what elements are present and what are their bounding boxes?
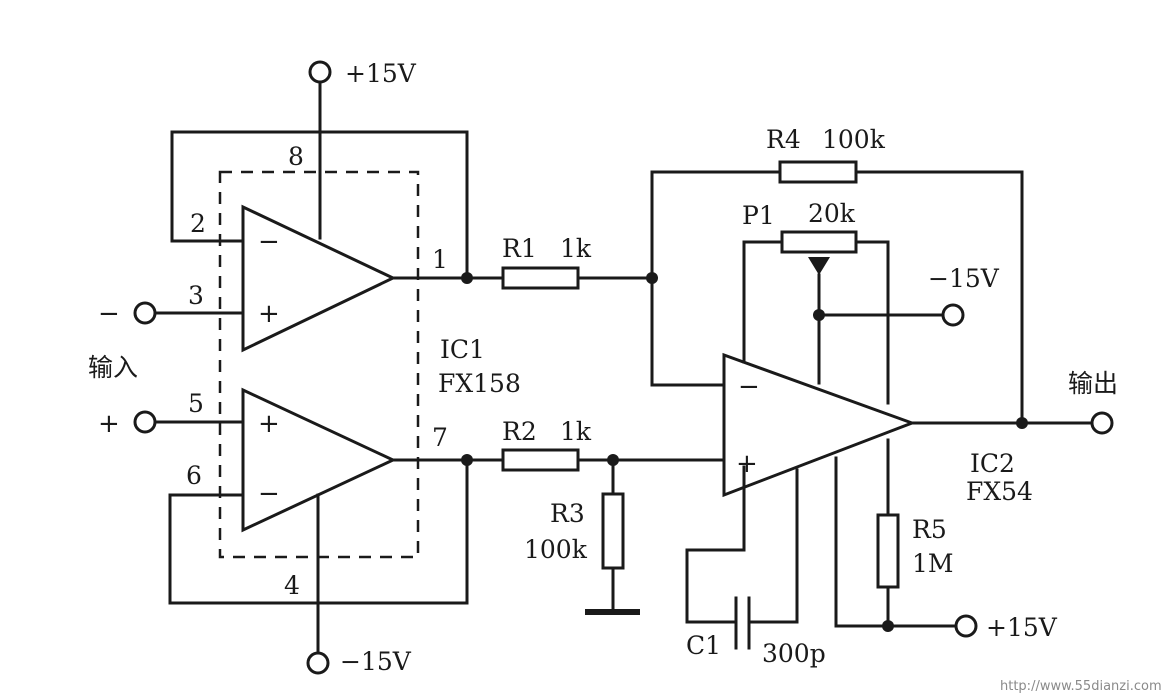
input-minus-sign: − — [98, 299, 120, 329]
p1-value: 20k — [808, 199, 856, 228]
ic2-ref-label: IC2 — [970, 449, 1015, 478]
ic2-negative-supply-terminal — [941, 303, 965, 327]
c1-ref: C1 — [686, 631, 721, 660]
ic1-bottom-noninverting-sign: + — [258, 409, 280, 439]
output-junction — [1016, 417, 1028, 429]
r2-ref: R2 — [502, 417, 537, 446]
ic2-output: 输出 — [910, 369, 1118, 435]
ic1-top-opamp — [241, 204, 397, 353]
input-minus-terminal[interactable] — [133, 301, 157, 325]
ic2-noninverting-sign: + — [736, 449, 758, 479]
r2-value: 1k — [560, 417, 592, 446]
ic1-pin-6-label: 6 — [186, 461, 202, 490]
r3-value: 100k — [524, 535, 588, 564]
r5-ref: R5 — [912, 515, 947, 544]
ic2-positive-supply: +15V — [954, 613, 1058, 642]
input-label: 输入 — [88, 353, 138, 382]
ic2-opamp — [722, 352, 917, 498]
ic1-part-label: FX158 — [438, 369, 521, 398]
ic1-negative-supply-label: −15V — [340, 647, 412, 676]
r5-supply-junction — [882, 620, 894, 632]
resistor-r2: R2 1k — [501, 417, 724, 472]
ic1-top-inverting-sign: − — [258, 227, 280, 257]
ic1-top-feedback: 2 — [170, 130, 469, 280]
r3-ref: R3 — [550, 499, 585, 528]
ic1-positive-supply-terminal — [308, 60, 332, 84]
ic2-inverting-sign: − — [738, 372, 760, 402]
ic1-pin-2-label: 2 — [190, 209, 206, 238]
c1-value: 300p — [762, 639, 826, 668]
output-label: 输出 — [1068, 369, 1118, 398]
p1-ref: P1 — [742, 201, 775, 230]
r4-value: 100k — [822, 125, 886, 154]
r5-value: 1M — [912, 549, 954, 578]
ic1-pin-1-junction — [461, 272, 473, 284]
ic1-positive-supply-label: +15V — [345, 59, 417, 88]
ic1-pin-1-label: 1 — [432, 245, 448, 274]
r1-ref: R1 — [502, 234, 537, 263]
ic1-bottom-feedback: 6 — [168, 458, 469, 605]
p1-wiper-arrow — [808, 257, 830, 275]
ic1-pin-5-label: 5 — [188, 389, 204, 418]
resistor-r4: R4 100k — [650, 125, 1024, 425]
resistor-r3: R3 100k — [524, 458, 640, 615]
ic1-pin-7-label: 7 — [432, 423, 448, 452]
input-plus: + 5 — [98, 389, 245, 439]
input-minus: − 3 — [98, 281, 245, 329]
ic2-positive-supply-label: +15V — [986, 613, 1058, 642]
ic1-top-noninverting-sign: + — [258, 299, 280, 329]
ic1-pin-7-junction — [461, 454, 473, 466]
resistor-r1: R1 1k — [501, 234, 654, 290]
ic1-negative-supply-terminal — [306, 651, 330, 675]
ic1-pin-8-label: 8 — [288, 142, 304, 171]
watermark: http://www.55dianzi.com — [1000, 679, 1162, 694]
ic1-pin-3-label: 3 — [188, 281, 204, 310]
r1-value: 1k — [560, 234, 592, 263]
ic2-negative-supply-label: −15V — [928, 264, 1000, 293]
ic2-positive-supply-terminal — [954, 614, 978, 638]
ic2-part-label: FX54 — [966, 477, 1033, 506]
capacitor-c1: C1 300p — [685, 465, 826, 668]
r4-ref: R4 — [766, 125, 801, 154]
ic1-positive-supply: +15V 8 — [288, 59, 417, 240]
resistor-r5: R5 1M — [834, 438, 957, 632]
potentiometer-p1: P1 20k — [742, 199, 890, 405]
ic2-inverting-input-wire — [650, 276, 726, 387]
ic2-negative-supply: −15V — [817, 264, 1000, 327]
output-terminal[interactable] — [1090, 411, 1114, 435]
ic1-pin-4-label: 4 — [284, 571, 300, 600]
ic1-ref-label: IC1 — [440, 335, 485, 364]
input-plus-sign: + — [98, 409, 120, 439]
ic1-negative-supply: −15V 4 — [284, 493, 412, 676]
ic1-bottom-inverting-sign: − — [258, 479, 280, 509]
input-plus-terminal[interactable] — [133, 410, 157, 434]
